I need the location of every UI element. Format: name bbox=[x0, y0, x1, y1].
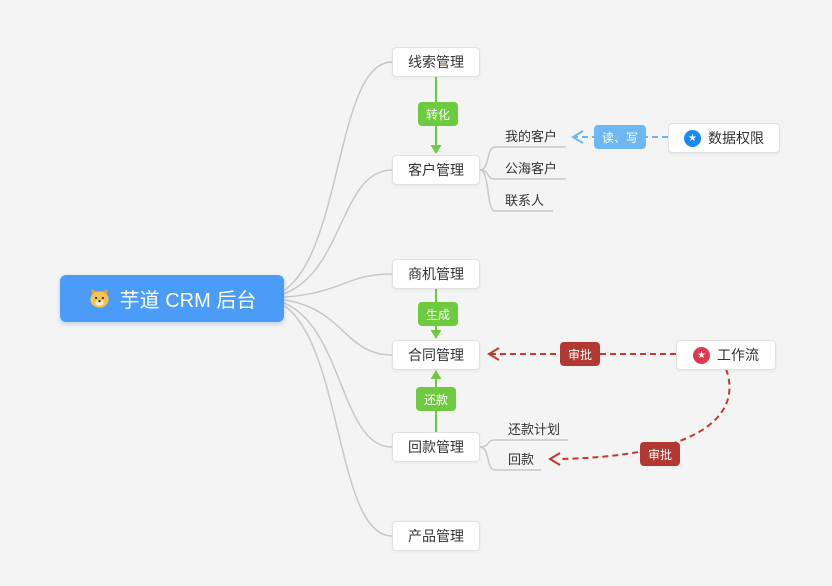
node-opportunity: 商机管理 bbox=[392, 259, 480, 289]
arrowhead-left-payment bbox=[548, 452, 561, 466]
arrowhead-down-contract bbox=[430, 330, 442, 339]
child-my-customer: 我的客户 bbox=[505, 129, 558, 144]
root-node-crm-backend: 芋道 CRM 后台 bbox=[60, 275, 284, 322]
arrowhead-left-mycustomer bbox=[571, 130, 584, 144]
node-product: 产品管理 bbox=[392, 521, 480, 551]
arrowhead-left-contract bbox=[487, 347, 500, 361]
badge-approve-receivable: 审批 bbox=[640, 442, 681, 466]
node-data-permission: ★ 数据权限 bbox=[668, 123, 780, 153]
child-repay-plan: 还款计划 bbox=[508, 422, 561, 437]
receivable-children-edges bbox=[479, 439, 568, 471]
edge-root-opportunity bbox=[261, 273, 393, 299]
arrowhead-down-customer bbox=[430, 145, 442, 154]
star-circle-red-icon: ★ bbox=[693, 346, 710, 364]
arrowhead-up-contract bbox=[430, 370, 442, 379]
node-receivable: 回款管理 bbox=[392, 432, 480, 462]
edge-receivable-pay bbox=[479, 446, 541, 471]
edge-root-contract bbox=[261, 297, 393, 356]
root-node-label: 芋道 CRM 后台 bbox=[119, 290, 257, 312]
edge-receivable-plan bbox=[479, 439, 568, 448]
blue-dashed-arrow bbox=[571, 130, 668, 144]
badge-read-write: 读、写 bbox=[594, 125, 647, 149]
root-branch-edges bbox=[261, 61, 393, 537]
child-contacts: 联系人 bbox=[505, 193, 545, 208]
node-contract: 合同管理 bbox=[392, 340, 480, 370]
badge-generate: 生成 bbox=[418, 302, 459, 326]
node-leads: 线索管理 bbox=[392, 47, 480, 77]
edge-root-customer bbox=[261, 169, 393, 299]
star-circle-blue-icon: ★ bbox=[684, 129, 701, 147]
node-customer: 客户管理 bbox=[392, 155, 480, 185]
customer-children-edges bbox=[479, 146, 566, 212]
data-permission-label: 数据权限 bbox=[708, 130, 764, 146]
edge-root-leads bbox=[261, 61, 393, 299]
dog-face-icon bbox=[90, 288, 109, 308]
child-payment: 回款 bbox=[508, 452, 535, 467]
node-workflow: ★ 工作流 bbox=[676, 340, 776, 370]
workflow-label: 工作流 bbox=[717, 347, 759, 363]
green-arrowheads bbox=[430, 145, 442, 379]
edge-customer-contacts bbox=[479, 169, 553, 212]
child-pool-customer: 公海客户 bbox=[505, 161, 558, 176]
edge-root-receivable bbox=[261, 297, 393, 448]
badge-repay: 还款 bbox=[416, 387, 457, 411]
badge-approve-contract: 审批 bbox=[560, 342, 601, 366]
badge-convert: 转化 bbox=[418, 102, 459, 126]
edge-customer-my bbox=[479, 146, 566, 171]
edge-root-product bbox=[261, 297, 393, 537]
